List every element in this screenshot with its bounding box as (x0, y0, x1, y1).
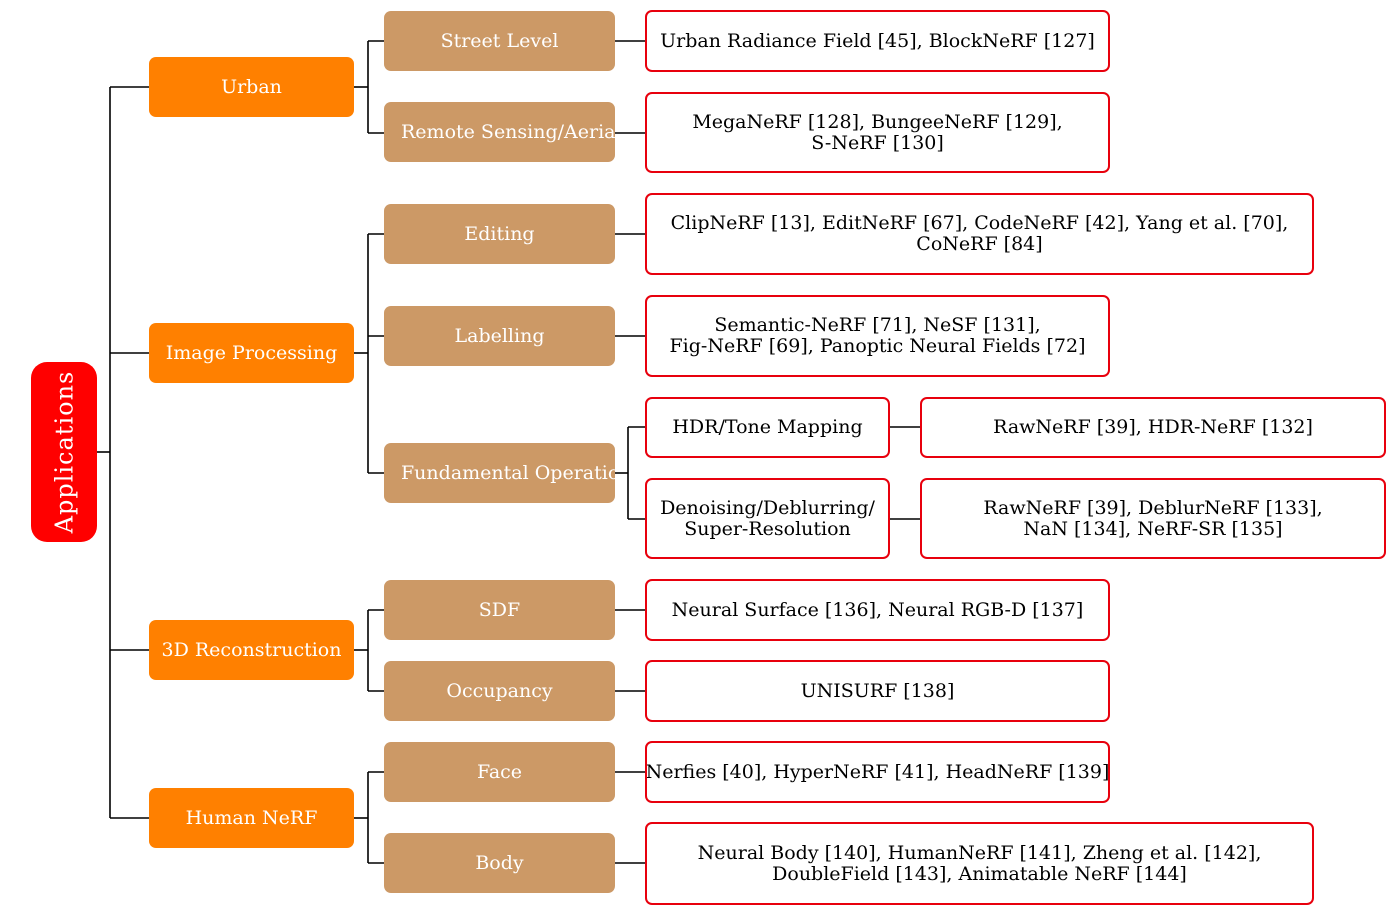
refs-labelling-line-2: Fig-NeRF [69], Panoptic Neural Fields [7… (669, 335, 1086, 357)
method-denoising-label-line-1: Denoising/Deblurring/ (660, 496, 875, 519)
subcategory-occupancy-label: Occupancy (446, 680, 553, 702)
subcategory-fundamental-operation: Fundamental Operation (384, 443, 615, 503)
category-human-nerf: Human NeRF (149, 788, 354, 848)
root-node-applications: Applications (31, 362, 97, 542)
refs-body-line-1: Neural Body [140], HumanNeRF [141], Zhen… (697, 841, 1262, 864)
category-image-processing-label: Image Processing (165, 342, 338, 364)
refs-occupancy-line-1: UNISURF [138] (800, 679, 955, 702)
subcategory-remote-sensing: Remote Sensing/Aerial (384, 102, 615, 162)
subcategory-labelling-label: Labelling (454, 325, 545, 347)
subcategory-labelling: Labelling (384, 306, 615, 366)
refs-editing: ClipNeRF [13], EditNeRF [67], CodeNeRF [… (645, 193, 1314, 275)
refs-remote-sensing-line-1: MegaNeRF [128], BungeeNeRF [129], (692, 110, 1063, 133)
refs-denoising-line-2: NaN [134], NeRF-SR [135] (1023, 517, 1283, 540)
method-denoising-label-line-2: Super-Resolution (684, 517, 851, 540)
refs-labelling: Semantic-NeRF [71], NeSF [131], Fig-NeRF… (645, 295, 1110, 377)
category-human-nerf-label: Human NeRF (185, 807, 318, 829)
category-urban: Urban (149, 57, 354, 117)
subcategory-face: Face (384, 742, 615, 802)
root-label: Applications (50, 370, 79, 534)
refs-editing-line-2: CoNeRF [84] (916, 233, 1043, 255)
refs-sdf: Neural Surface [136], Neural RGB-D [137] (645, 579, 1110, 641)
subcategory-fundamental-operation-label: Fundamental Operation (401, 462, 615, 484)
refs-remote-sensing: MegaNeRF [128], BungeeNeRF [129], S-NeRF… (645, 92, 1110, 173)
refs-occupancy: UNISURF [138] (645, 660, 1110, 722)
method-hdr-tone-mapping: HDR/Tone Mapping (645, 397, 890, 458)
category-3d-reconstruction: 3D Reconstruction (149, 620, 354, 680)
refs-face: Nerfies [40], HyperNeRF [41], HeadNeRF [… (645, 741, 1110, 803)
refs-denoising-line-1: RawNeRF [39], DeblurNeRF [133], (983, 496, 1323, 519)
subcategory-occupancy: Occupancy (384, 661, 615, 721)
refs-face-line-1: Nerfies [40], HyperNeRF [41], HeadNeRF [… (645, 760, 1110, 783)
refs-denoising: RawNeRF [39], DeblurNeRF [133], NaN [134… (920, 478, 1386, 559)
subcategory-street-level: Street Level (384, 11, 615, 71)
category-image-processing: Image Processing (149, 323, 354, 383)
refs-street-level-line-1: Urban Radiance Field [45], BlockNeRF [12… (660, 29, 1095, 52)
refs-hdr-tone-mapping: RawNeRF [39], HDR-NeRF [132] (920, 397, 1386, 458)
subcategory-sdf: SDF (384, 580, 615, 640)
refs-body: Neural Body [140], HumanNeRF [141], Zhen… (645, 822, 1314, 905)
refs-hdr-tone-mapping-line-1: RawNeRF [39], HDR-NeRF [132] (993, 416, 1313, 438)
subcategory-face-label: Face (476, 761, 523, 783)
subcategory-editing-label: Editing (464, 223, 535, 245)
subcategory-editing: Editing (384, 204, 615, 264)
refs-street-level: Urban Radiance Field [45], BlockNeRF [12… (645, 10, 1110, 72)
refs-labelling-line-1: Semantic-NeRF [71], NeSF [131], (714, 314, 1041, 336)
refs-remote-sensing-line-2: S-NeRF [130] (811, 131, 944, 154)
subcategory-sdf-label: SDF (478, 599, 521, 621)
refs-body-line-2: DoubleField [143], Animatable NeRF [144] (772, 862, 1187, 885)
subcategory-body: Body (384, 833, 615, 893)
method-hdr-tone-mapping-label: HDR/Tone Mapping (672, 416, 863, 438)
refs-editing-line-1: ClipNeRF [13], EditNeRF [67], CodeNeRF [… (670, 212, 1289, 234)
refs-sdf-line-1: Neural Surface [136], Neural RGB-D [137] (671, 598, 1084, 621)
subcategory-street-level-label: Street Level (440, 30, 559, 52)
method-denoising: Denoising/Deblurring/ Super-Resolution (645, 478, 890, 559)
category-3d-reconstruction-label: 3D Reconstruction (161, 639, 342, 661)
category-urban-label: Urban (221, 76, 282, 98)
subcategory-remote-sensing-label: Remote Sensing/Aerial (401, 121, 615, 143)
subcategory-body-label: Body (475, 852, 524, 874)
